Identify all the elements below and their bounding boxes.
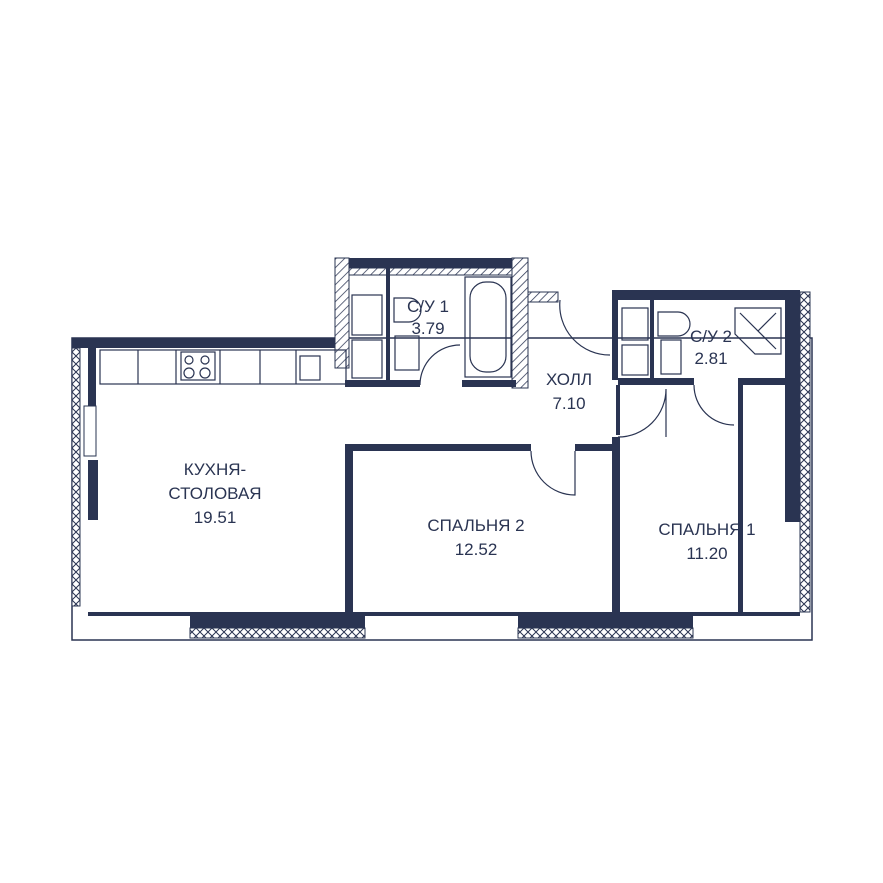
shower-icon [734, 307, 782, 355]
wall [190, 614, 365, 628]
wall [616, 385, 620, 435]
wall [518, 614, 693, 628]
room-label-kitchen: КУХНЯ- СТОЛОВАЯ 19.51 [168, 458, 261, 530]
room-name: С/У 1 [407, 297, 449, 316]
room-label-bedroom2: СПАЛЬНЯ 2 12.52 [427, 514, 524, 562]
room-name: С/У 2 [690, 327, 732, 346]
room-name: СТОЛОВАЯ [168, 484, 262, 503]
toilet-icon [393, 297, 422, 323]
window-bottom-left [189, 627, 366, 639]
wall [335, 258, 528, 268]
wall [71, 347, 81, 607]
room-area: 2.81 [694, 349, 728, 368]
wall [72, 338, 348, 348]
wall [334, 257, 350, 369]
wall [612, 300, 618, 380]
wall [738, 378, 743, 613]
wall [527, 291, 559, 303]
room-area: 11.20 [686, 544, 728, 563]
washbasin-icon [394, 335, 420, 371]
room-label-hall: ХОЛЛ 7.10 [546, 368, 592, 416]
room-label-bathroom2: С/У 2 2.81 [690, 326, 732, 370]
wall [462, 380, 516, 387]
room-name: КУХНЯ- [183, 460, 247, 479]
wall [345, 380, 420, 387]
wall [345, 444, 353, 614]
wall [348, 267, 513, 276]
room-area: 3.79 [411, 319, 445, 338]
wall [575, 444, 620, 451]
wall [88, 348, 96, 406]
door-swing [530, 450, 576, 496]
wall [612, 290, 800, 300]
room-area: 7.10 [552, 394, 586, 413]
window-left [83, 405, 97, 457]
room-area: 12.52 [454, 540, 498, 559]
wall [88, 460, 98, 520]
washbasin-icon [660, 339, 682, 375]
stove-icon [180, 351, 216, 381]
sink-icon [299, 355, 321, 381]
door-swing [617, 388, 667, 438]
room-label-bedroom1: СПАЛЬНЯ 1 11.20 [658, 518, 755, 566]
wall [618, 378, 694, 385]
room-label-bathroom1: С/У 1 3.79 [407, 296, 449, 340]
wall [650, 300, 654, 380]
wall [345, 444, 531, 451]
room-name: СПАЛЬНЯ 2 [427, 516, 525, 535]
wall [386, 268, 390, 383]
room-name: ХОЛЛ [545, 370, 593, 389]
wall [511, 257, 529, 389]
wall [785, 292, 800, 522]
room-area: 19.51 [193, 508, 237, 527]
door-swing [693, 384, 735, 426]
kitchen-counter [99, 349, 347, 385]
toilet-icon [657, 311, 691, 337]
bathtub-icon [464, 276, 512, 378]
wall [799, 291, 811, 613]
wall [612, 437, 620, 614]
wall [738, 378, 788, 385]
wall [88, 612, 800, 616]
door-swing [419, 299, 611, 386]
window-bottom-right [517, 627, 694, 639]
room-name: СПАЛЬНЯ 1 [658, 520, 756, 539]
